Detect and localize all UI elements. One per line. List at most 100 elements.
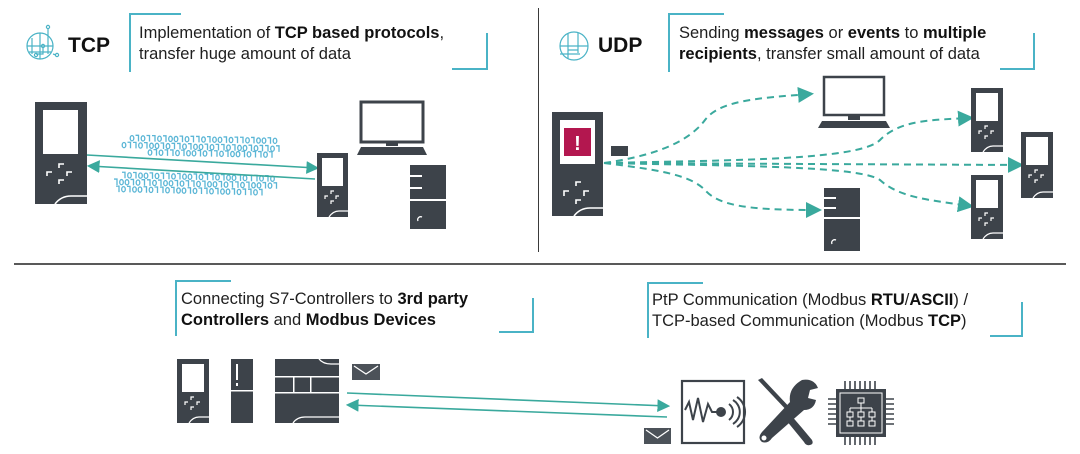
caption-fragment: ,	[439, 24, 445, 42]
caption-fragment: TCP based protocols	[274, 24, 440, 42]
data-bit-glyph	[251, 136, 255, 144]
data-bit-glyph	[202, 150, 208, 157]
arrow-to-modbus-devices	[346, 392, 671, 413]
caption-fragment: ASCII	[909, 291, 954, 309]
caption-bracket-bottom-right	[452, 33, 488, 70]
caption-bracket-bottom-right	[990, 302, 1023, 337]
data-bit-glyph	[179, 135, 184, 143]
envelope-icon	[644, 428, 671, 444]
data-bit-glyph	[127, 185, 131, 193]
data-bit-glyph	[226, 144, 231, 151]
caption-fragment: )	[961, 312, 967, 330]
desktop-computer-icon	[357, 100, 427, 155]
data-bit-glyph	[158, 179, 162, 187]
data-bit-glyph	[143, 172, 149, 180]
data-bit-glyph	[114, 178, 118, 186]
data-bit-glyph	[230, 150, 235, 158]
caption-fragment: TCP-based Communication (Modbus	[652, 312, 929, 330]
data-bit-glyph	[248, 188, 252, 196]
data-bit-glyph	[228, 136, 234, 144]
data-bit-glyph	[160, 142, 165, 150]
data-bit-glyph	[256, 137, 261, 144]
data-bit-glyph	[237, 144, 242, 152]
chip-network-icon	[828, 381, 894, 445]
data-bit-glyph	[138, 142, 143, 149]
data-bit-glyph	[158, 149, 164, 156]
data-bit-glyph	[259, 188, 263, 196]
data-bit-glyph	[177, 142, 181, 150]
data-bit-glyph	[147, 179, 151, 186]
data-bit-glyph	[226, 174, 231, 181]
data-bit-glyph	[182, 173, 187, 180]
caption-fragment: and	[269, 311, 306, 329]
arrow-to-plc-small	[86, 154, 320, 174]
data-bit-glyph	[197, 149, 202, 157]
io-module-icon	[231, 359, 253, 423]
data-bit-glyph	[135, 179, 141, 186]
data-bit-glyph	[179, 180, 185, 187]
data-bit-glyph	[265, 144, 269, 152]
data-bit-glyph	[193, 143, 198, 151]
data-bit-glyph	[173, 135, 179, 143]
data-bit-glyph	[210, 173, 214, 181]
tcp-label: TCP	[68, 34, 110, 57]
data-bit-glyph	[174, 179, 179, 187]
data-bit-glyph	[231, 174, 237, 182]
data-bit-glyph	[248, 144, 253, 152]
modbus-ptp-caption: PtP Communication (Modbus RTU/ASCII) /TC…	[652, 290, 968, 332]
caption-fragment: transfer huge amount of data	[139, 45, 351, 63]
data-stream-upper	[121, 134, 280, 158]
data-bit-glyph	[234, 136, 239, 144]
data-bit-glyph	[215, 143, 220, 151]
server-tower-icon	[824, 188, 860, 251]
data-bit-glyph	[221, 173, 225, 181]
data-bit-glyph	[160, 172, 165, 180]
data-bit-glyph	[207, 135, 211, 143]
data-bit-glyph	[225, 150, 229, 157]
caption-bracket-bottom-right	[1000, 33, 1035, 70]
data-bit-glyph	[215, 187, 219, 195]
data-bit-glyph	[171, 186, 175, 194]
data-bit-glyph	[143, 186, 148, 193]
caption-bracket-bottom-right	[499, 298, 534, 333]
data-bit-glyph	[181, 149, 185, 157]
data-bit-glyph	[220, 188, 225, 195]
data-bit-glyph	[165, 142, 171, 150]
data-bit-glyph	[198, 187, 203, 195]
data-bit-glyph	[235, 181, 239, 188]
data-bit-glyph	[127, 172, 132, 179]
data-bit-glyph	[207, 180, 212, 188]
data-bit-glyph	[204, 143, 209, 151]
tcp-arrows	[86, 154, 320, 180]
data-bit-glyph	[246, 151, 252, 158]
data-bit-glyph	[209, 143, 215, 151]
data-bit-glyph	[276, 145, 280, 152]
message-packet-icon	[611, 146, 628, 156]
data-bit-glyph	[130, 178, 135, 186]
data-bit-glyph	[251, 182, 256, 189]
data-bit-glyph	[175, 149, 180, 157]
caption-fragment: ) /	[953, 291, 969, 309]
data-bit-glyph	[154, 172, 160, 180]
data-bit-glyph	[137, 186, 143, 193]
data-bit-glyph	[147, 149, 153, 156]
caption-fragment: Sending	[679, 24, 745, 42]
data-bit-glyph	[170, 149, 174, 156]
data-bit-glyph	[209, 188, 214, 195]
data-bit-glyph	[212, 136, 217, 143]
data-bit-glyph	[196, 180, 201, 188]
caption-fragment: Modbus Devices	[305, 311, 436, 329]
caption-fragment: events	[847, 24, 901, 42]
envelope-icon	[352, 364, 380, 380]
data-bit-glyph	[201, 136, 206, 143]
data-bit-glyph	[160, 186, 164, 194]
data-bit-glyph	[164, 149, 169, 156]
caption-fragment: Controllers	[181, 311, 270, 329]
arrow-to-plc-bottom	[603, 162, 974, 213]
data-bit-glyph	[252, 150, 257, 158]
data-bit-glyph	[191, 150, 197, 157]
data-bit-glyph	[245, 137, 250, 144]
data-bit-glyph	[204, 187, 208, 195]
arrow-to-s7-controllers	[345, 398, 668, 418]
data-bit-glyph	[165, 187, 170, 194]
